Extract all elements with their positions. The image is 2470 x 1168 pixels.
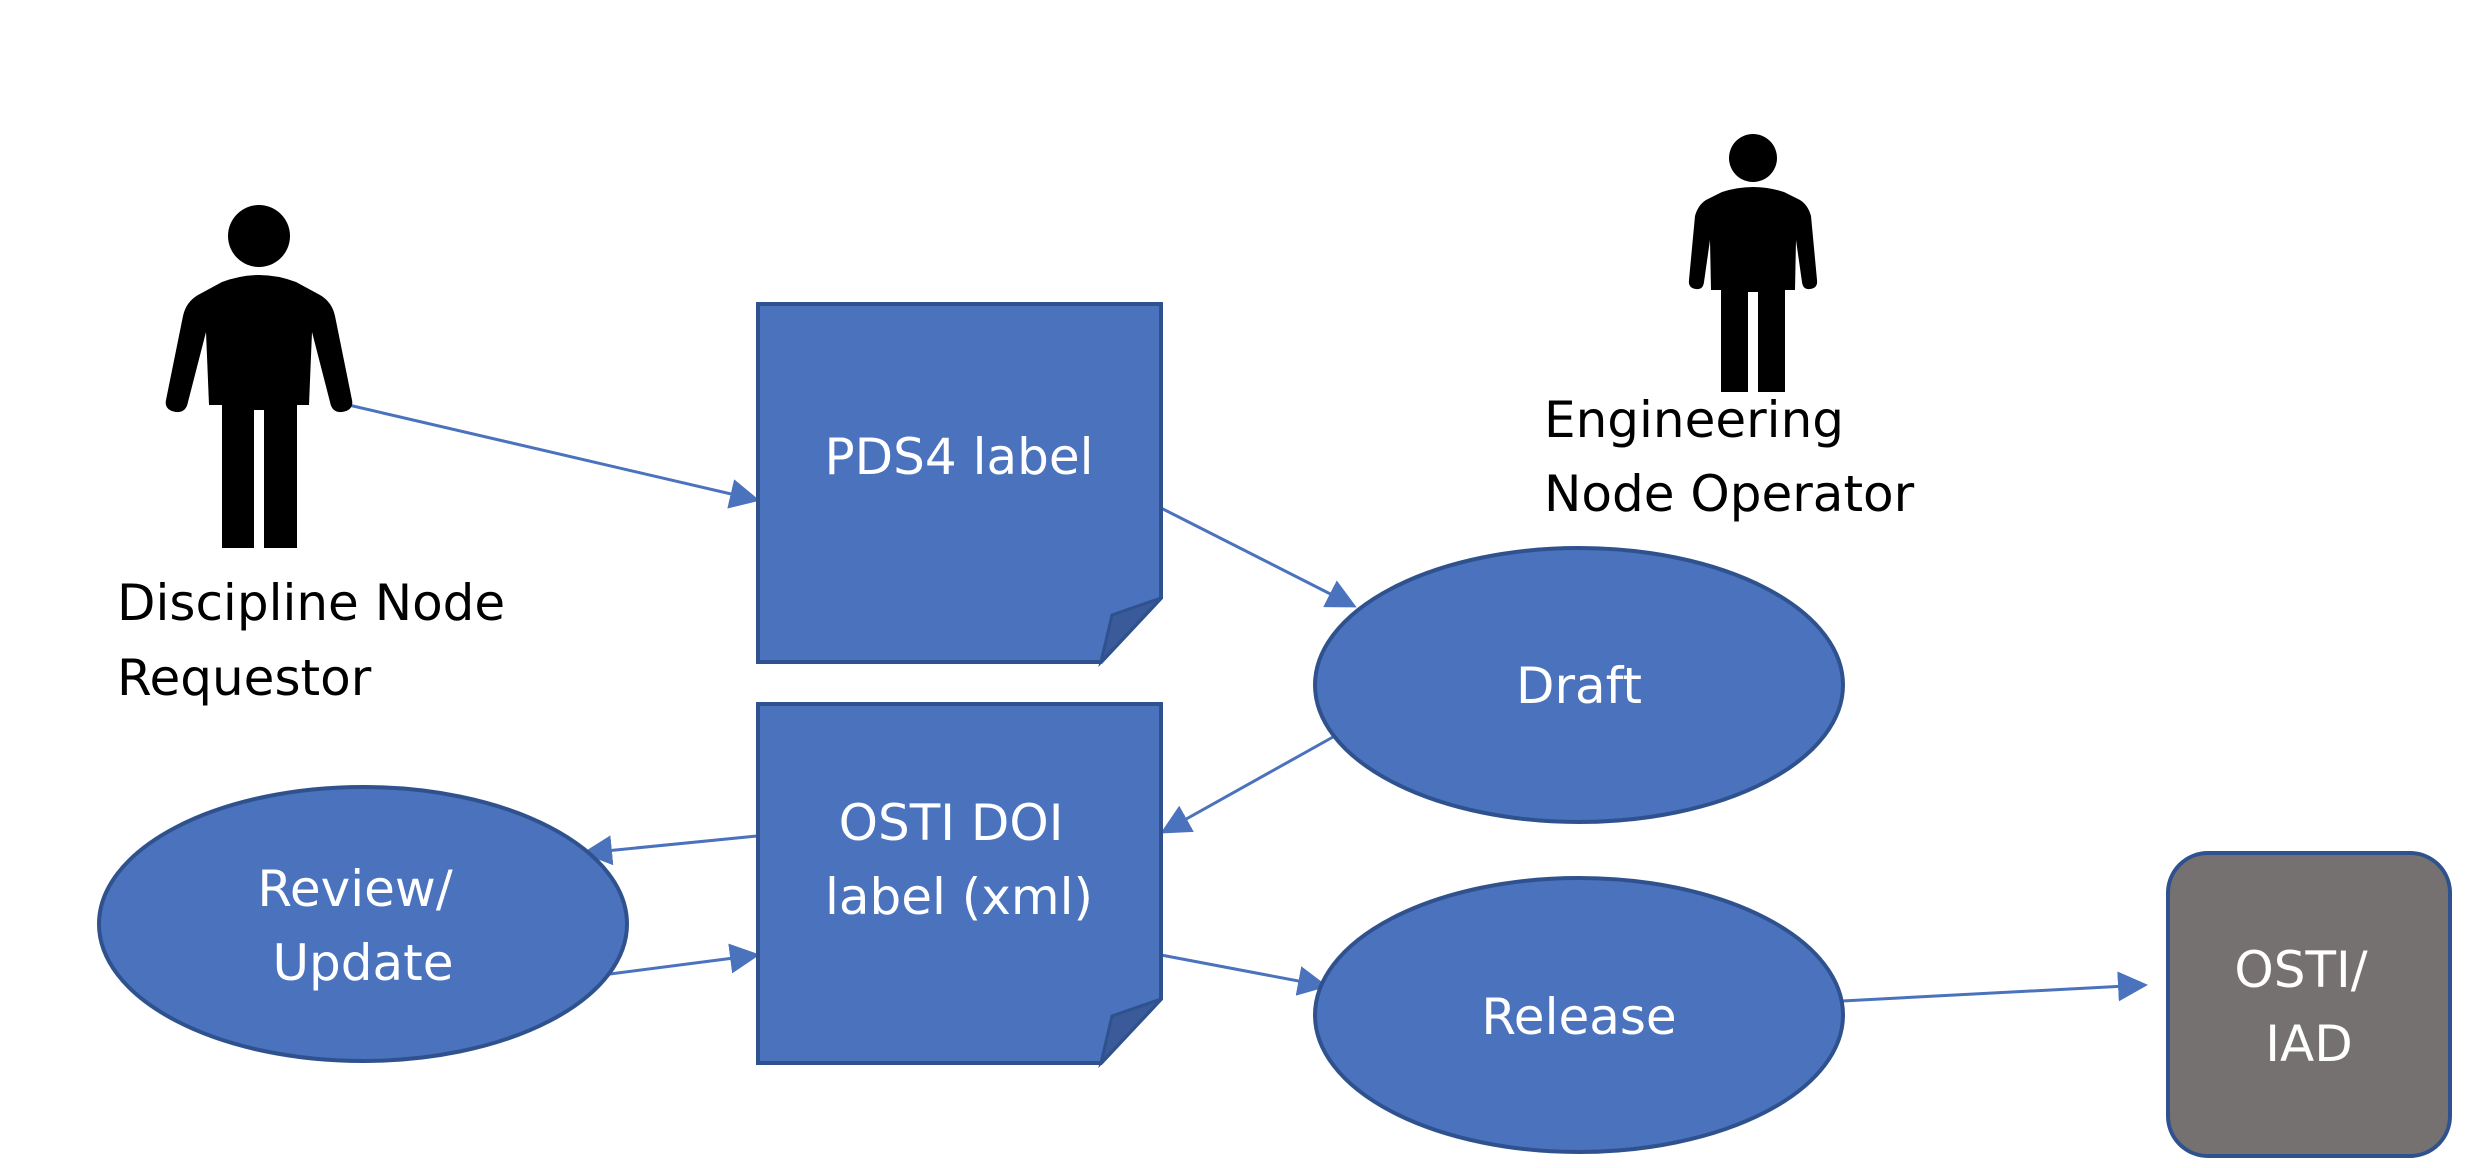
person-icon bbox=[165, 205, 353, 548]
requestor-label-line-2: Requestor bbox=[117, 649, 372, 707]
folded-corner bbox=[1098, 596, 1163, 668]
operator-label: Engineering Node Operator bbox=[1544, 391, 1915, 523]
review-update-process: Review/ Update bbox=[97, 785, 629, 1063]
operator-actor: Engineering Node Operator bbox=[1544, 134, 1915, 523]
osti-iad-text: OSTI/ IAD bbox=[2234, 941, 2383, 1073]
pds4-label-document: PDS4 label bbox=[756, 302, 1163, 668]
operator-label-line-2: Node Operator bbox=[1544, 465, 1915, 523]
osti-doi-label-document: OSTI DOI label (xml) bbox=[756, 702, 1163, 1069]
release-process: Release bbox=[1313, 876, 1845, 1154]
osti-doi-label-text: OSTI DOI label (xml) bbox=[825, 794, 1093, 926]
arrow-pds4-label-to-draft bbox=[1160, 506, 1357, 608]
release-text: Release bbox=[1481, 988, 1676, 1046]
arrow-review-update-to-osti-doi-label bbox=[609, 943, 760, 976]
person-icon bbox=[1688, 134, 1818, 392]
operator-label-line-1: Engineering bbox=[1544, 391, 1844, 449]
osti-iad-system: OSTI/ IAD bbox=[2166, 851, 2452, 1158]
connectors bbox=[339, 401, 2148, 1003]
pds4-label-text: PDS4 label bbox=[824, 428, 1093, 486]
arrow-requestor-to-pds4-label bbox=[339, 401, 760, 509]
requestor-label-line-1: Discipline Node bbox=[117, 574, 505, 632]
requestor-label: Discipline Node Requestor bbox=[117, 574, 521, 707]
draft-text: Draft bbox=[1516, 657, 1642, 715]
folded-corner bbox=[1098, 997, 1163, 1069]
arrow-osti-doi-label-to-review-update bbox=[582, 834, 758, 866]
review-update-text: Review/ Update bbox=[257, 860, 468, 992]
arrow-draft-to-osti-doi-label bbox=[1160, 735, 1334, 834]
arrow-osti-doi-label-to-release bbox=[1160, 953, 1328, 996]
arrow-release-to-osti-iad bbox=[1841, 971, 2148, 1003]
requestor-actor: Discipline Node Requestor bbox=[117, 205, 521, 707]
draft-process: Draft bbox=[1313, 546, 1845, 824]
